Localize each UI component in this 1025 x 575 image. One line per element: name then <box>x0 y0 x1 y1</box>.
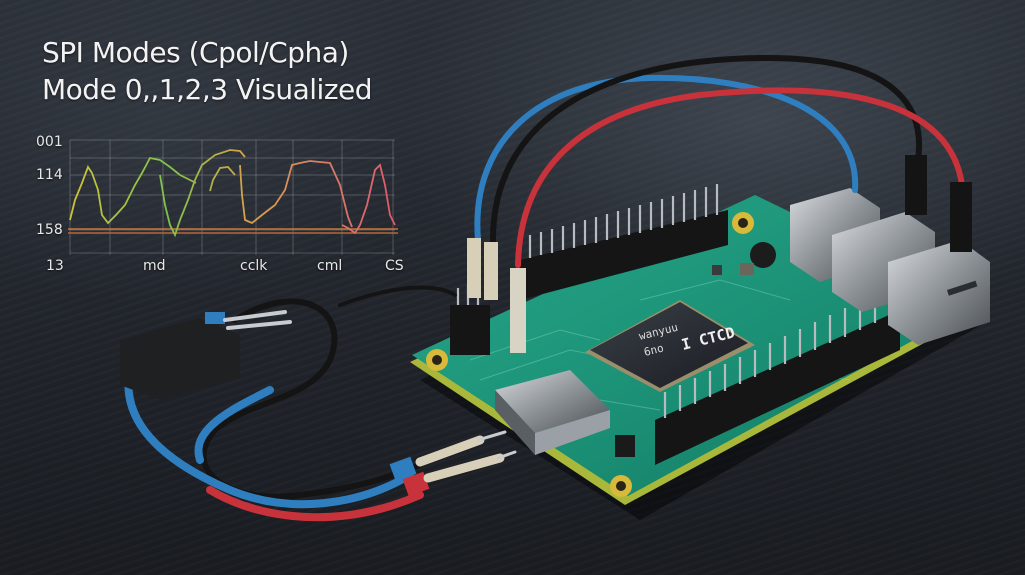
chip-marking-2: 6no <box>643 341 665 358</box>
wire-red <box>515 87 965 268</box>
pin-header-small <box>450 283 490 355</box>
pin-header-bottom <box>655 290 900 465</box>
y-tick-label: 114 <box>36 167 63 183</box>
chart-grid <box>69 139 395 255</box>
title-line-2: Mode 0,,1,2,3 Visualized <box>42 73 373 106</box>
x-tick-label: md <box>143 258 166 274</box>
wire-blue <box>474 74 859 243</box>
x-tick-label: cclk <box>240 258 268 274</box>
port-connectors <box>790 188 990 345</box>
y-tick-label: 158 <box>36 222 63 238</box>
title-line-1: SPI Modes (Cpol/Cpha) <box>42 36 349 69</box>
waveform-line <box>69 149 396 238</box>
cable-assembly <box>120 285 517 522</box>
y-tick-label: 001 <box>36 134 63 150</box>
page-title: SPI Modes (Cpol/Cpha) Mode 0,,1,2,3 Visu… <box>42 34 373 108</box>
x-tick-label: CS <box>385 258 404 274</box>
mounting-holes <box>426 212 754 497</box>
small-components <box>615 242 776 457</box>
pin-header-top <box>520 184 728 300</box>
waveform-chart: 001 114 158 13 md cclk cml CS <box>30 125 410 280</box>
jumper-wires <box>467 54 972 353</box>
x-tick-label: cml <box>317 258 343 274</box>
wire-black <box>489 54 922 248</box>
main-chip: wanyuu 6no I CTCD <box>585 300 755 392</box>
chart-plot-area <box>68 139 398 255</box>
usb-connector <box>495 370 610 455</box>
black-module <box>120 318 240 400</box>
x-tick-label: 13 <box>46 258 64 274</box>
